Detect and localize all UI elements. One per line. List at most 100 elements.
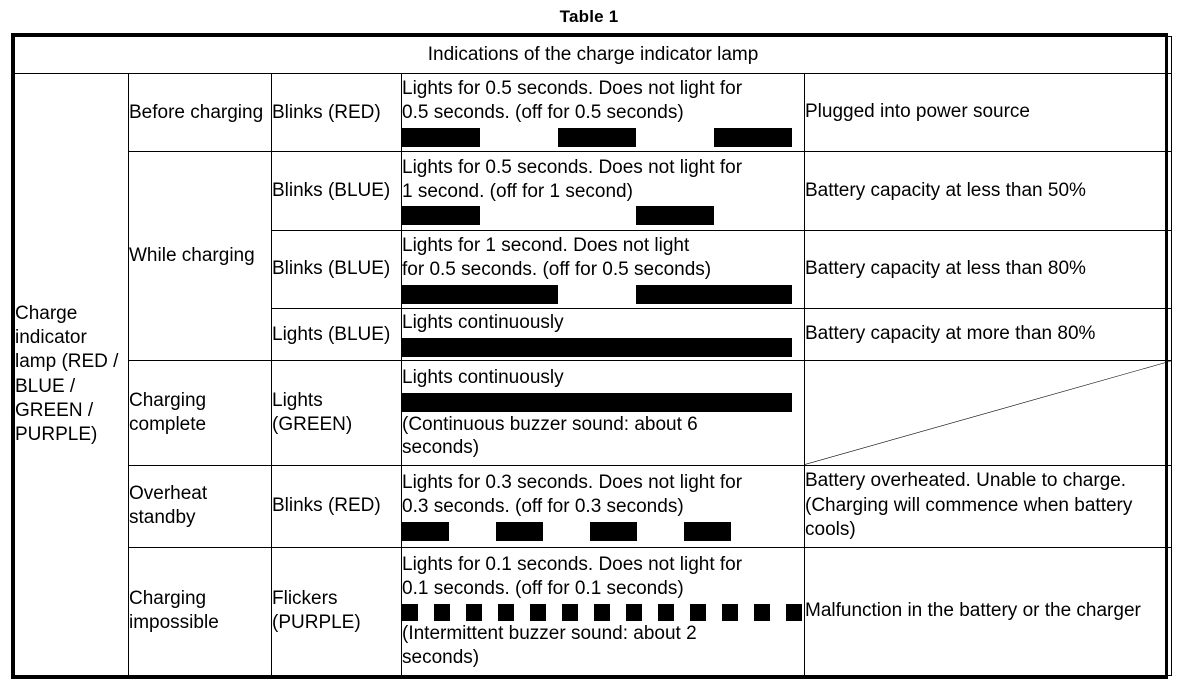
phase-label: Before charging — [129, 101, 264, 123]
pattern-cell-lights-blue: Lights continuously — [401, 308, 805, 362]
phase-cell-overheat-standby: Overheat standby — [128, 464, 272, 548]
timing-pulse — [558, 128, 636, 148]
timing-pulse — [530, 603, 546, 621]
timing-diagram — [402, 284, 804, 304]
lamp-type-cell: Charge indicator lamp (RED / BLUE / GREE… — [14, 73, 129, 676]
meaning-label: Battery capacity at more than 80% — [805, 323, 1096, 345]
table-row: Charge indicator lamp (RED / BLUE / GREE… — [14, 72, 1173, 676]
timing-pulse — [562, 603, 578, 621]
phase-label: Overheat standby — [129, 483, 208, 529]
timing-pulse — [434, 603, 450, 621]
phase-cell-charging-impossible: Charging impossible — [128, 546, 272, 677]
timing-pulse — [402, 128, 480, 148]
pattern-text-line: Lights continuously — [402, 366, 564, 388]
timing-diagram — [402, 392, 804, 412]
timing-pulse — [658, 603, 674, 621]
timing-gap — [480, 206, 636, 225]
meaning-cell-capacity-under-80: Battery capacity at less than 80% — [803, 229, 1173, 310]
timing-pulse — [636, 284, 792, 304]
phase-label: While charging — [129, 245, 255, 267]
timing-pulse — [402, 521, 449, 541]
mode-label: Blinks (BLUE) — [272, 180, 391, 202]
timing-gap — [738, 604, 754, 621]
timing-gap — [706, 604, 722, 621]
pattern-text-line: Lights continuously — [402, 312, 564, 334]
timing-pulse — [402, 206, 480, 226]
buzzer-text-line: seconds) — [402, 437, 480, 459]
phase-cell-before-charging: Before charging — [128, 72, 272, 153]
mode-cell-lights-blue: Lights (BLUE) — [271, 308, 402, 362]
timing-pulse — [786, 603, 802, 621]
timing-gap — [480, 128, 558, 147]
timing-gap — [546, 604, 562, 621]
pattern-text-line: 0.5 seconds. (off for 0.5 seconds) — [402, 102, 684, 124]
timing-diagram — [402, 521, 804, 541]
buzzer-text-line: (Continuous buzzer sound: about 6 — [402, 413, 698, 435]
timing-gap — [514, 604, 530, 621]
timing-diagram — [402, 206, 804, 226]
pattern-cell-flickers: Lights for 0.1 seconds. Does not light f… — [401, 546, 805, 677]
timing-pulse — [722, 603, 738, 621]
pattern-cell-blue-80: Lights for 1 second. Does not light for … — [401, 229, 805, 310]
meaning-cell-capacity-over-80: Battery capacity at more than 80% — [803, 308, 1173, 362]
pattern-cell-before-charging: Lights for 0.5 seconds. Does not light f… — [401, 72, 805, 153]
timing-pulse — [636, 206, 714, 226]
meaning-cell-malfunction: Malfunction in the battery or the charge… — [803, 546, 1173, 677]
timing-gap — [770, 604, 786, 621]
timing-pulse — [594, 603, 610, 621]
timing-pulse — [684, 521, 731, 541]
charge-indicator-table: Indications of the charge indicator lamp… — [11, 33, 1173, 679]
pattern-text-line: 0.1 seconds. (off for 0.1 seconds) — [402, 577, 684, 599]
timing-gap — [418, 604, 434, 621]
timing-pulse — [402, 284, 558, 304]
meaning-label: Battery capacity at less than 50% — [805, 179, 1086, 201]
pattern-text-line: Lights for 0.1 seconds. Does not light f… — [402, 553, 743, 575]
table-row: Charging complete Lights (GREEN) Lights … — [15, 360, 1173, 466]
table-header-row: Indications of the charge indicator lamp — [13, 36, 1173, 74]
meaning-cell-capacity-under-50: Battery capacity at less than 50% — [803, 151, 1173, 231]
mode-label: Blinks (RED) — [272, 101, 381, 123]
pattern-cell-lights-green: Lights continuously (Continuous buzzer s… — [401, 360, 805, 466]
timing-gap — [610, 604, 626, 621]
mode-cell-blinks-red-overheat: Blinks (RED) — [271, 464, 402, 548]
pattern-text-line: 1 second. (off for 1 second) — [402, 180, 633, 202]
mode-label: Blinks (BLUE) — [272, 258, 391, 280]
lamp-type-label: Charge indicator lamp (RED / BLUE / GREE… — [15, 302, 119, 446]
table-row: Lights (BLUE) Lights continuously Batter… — [15, 308, 1173, 362]
mode-cell-blinks-red: Blinks (RED) — [271, 72, 402, 153]
phase-cell-while-charging: While charging — [128, 151, 272, 362]
mode-cell-blinks-blue-50: Blinks (BLUE) — [271, 151, 402, 231]
meaning-label: Battery capacity at less than 80% — [805, 258, 1086, 280]
timing-pulse — [496, 521, 543, 541]
meaning-label: Plugged into power source — [805, 101, 1030, 123]
timing-gap — [543, 522, 590, 541]
timing-diagram — [402, 128, 804, 148]
timing-gap — [636, 128, 714, 147]
timing-pulse — [754, 603, 770, 621]
timing-pulse — [590, 521, 637, 541]
timing-gap — [578, 604, 594, 621]
timing-pulse — [402, 603, 418, 621]
timing-gap — [558, 285, 636, 304]
mode-label: Flickers (PURPLE) — [272, 588, 361, 634]
timing-pulse — [690, 603, 706, 621]
mode-cell-flickers-purple: Flickers (PURPLE) — [271, 546, 402, 677]
phase-label: Charging impossible — [129, 588, 219, 634]
timing-pulse — [466, 603, 482, 621]
pattern-text-line: Lights for 0.5 seconds. Does not light f… — [402, 156, 743, 178]
buzzer-text-line: seconds) — [402, 646, 480, 668]
phase-cell-charging-complete: Charging complete — [128, 360, 272, 466]
table-header-title: Indications of the charge indicator lamp — [13, 36, 1173, 74]
pattern-text-line: Lights for 0.5 seconds. Does not light f… — [402, 78, 743, 100]
meaning-label: Malfunction in the battery or the charge… — [805, 599, 1141, 621]
table-row: Blinks (BLUE) Lights for 1 second. Does … — [15, 229, 1173, 310]
timing-diagram — [402, 338, 804, 358]
timing-gap — [450, 604, 466, 621]
meaning-label: Battery overheated. Unable to charge. (C… — [805, 470, 1133, 541]
mode-label: Blinks (RED) — [272, 495, 381, 517]
pattern-cell-blue-50: Lights for 0.5 seconds. Does not light f… — [401, 151, 805, 231]
table-row: Overheat standby Blinks (RED) Lights for… — [15, 464, 1173, 548]
timing-pulse — [402, 392, 792, 412]
mode-cell-lights-green: Lights (GREEN) — [271, 360, 402, 466]
mode-cell-blinks-blue-80: Blinks (BLUE) — [271, 229, 402, 310]
